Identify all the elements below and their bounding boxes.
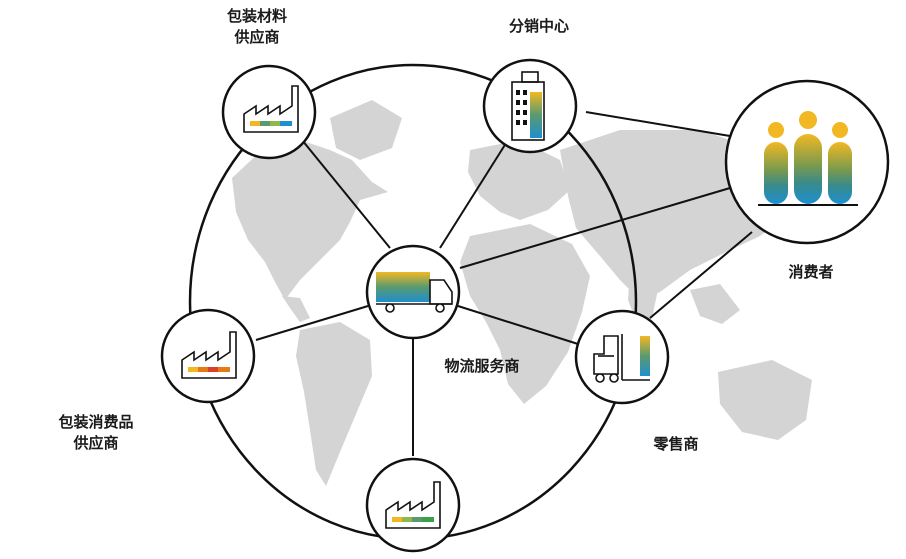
retailer-label: 零售商 <box>653 435 699 453</box>
packaging-supplier-label: 包装材料 供应商 <box>212 6 302 48</box>
southeast-asia-shape <box>690 284 740 324</box>
factory-colorbar <box>188 367 230 372</box>
node-distribution-center[interactable] <box>482 58 578 154</box>
north-america-shape <box>232 140 388 300</box>
connector-distribution-logistics <box>439 139 509 249</box>
connector-packaging-logistics <box>301 139 391 249</box>
cpg-supplier-label-line1: 包装消费品 <box>58 413 134 431</box>
node-retailer[interactable] <box>574 309 670 405</box>
packaging-supplier-label-line2: 供应商 <box>234 28 280 46</box>
factory-colorbar <box>250 121 292 126</box>
factory-icon <box>385 481 441 529</box>
connector-distribution-consumer <box>585 111 731 137</box>
factory-icon <box>181 331 237 379</box>
south-america-shape <box>296 322 372 486</box>
forklift-load <box>640 336 650 376</box>
consumer-label: 消费者 <box>788 263 834 281</box>
packaging-supplier-label-line1: 包装材料 <box>226 7 287 25</box>
cpg-supplier-label: 包装消费品 供应商 <box>36 412 156 454</box>
node-bottom-factory[interactable] <box>365 457 461 553</box>
people-icon <box>758 111 858 206</box>
europe-shape <box>468 140 570 220</box>
connector-logistics-retailer <box>457 305 579 345</box>
africa-shape <box>460 224 590 404</box>
connector-logistics-consumer <box>459 187 731 269</box>
connector-retailer-consumer <box>649 231 753 319</box>
cpg-supplier-label-line2: 供应商 <box>73 434 119 452</box>
node-consumer[interactable] <box>724 79 890 245</box>
truck-icon <box>376 272 453 313</box>
factory-colorbar <box>392 517 434 522</box>
central-america-shape <box>282 296 310 322</box>
node-logistics[interactable] <box>365 244 461 340</box>
logistics-label: 物流服务商 <box>444 357 520 375</box>
connections <box>255 111 753 456</box>
factory-icon <box>243 85 299 133</box>
australia-shape <box>718 360 812 440</box>
node-packaging-supplier[interactable] <box>221 64 317 160</box>
connector-logistics-cpg <box>255 305 369 341</box>
distribution-center-label: 分销中心 <box>508 17 569 35</box>
forklift-icon <box>593 334 650 383</box>
building-icon <box>511 71 545 141</box>
greenland-shape <box>330 100 402 160</box>
node-cpg-supplier[interactable] <box>160 308 256 404</box>
